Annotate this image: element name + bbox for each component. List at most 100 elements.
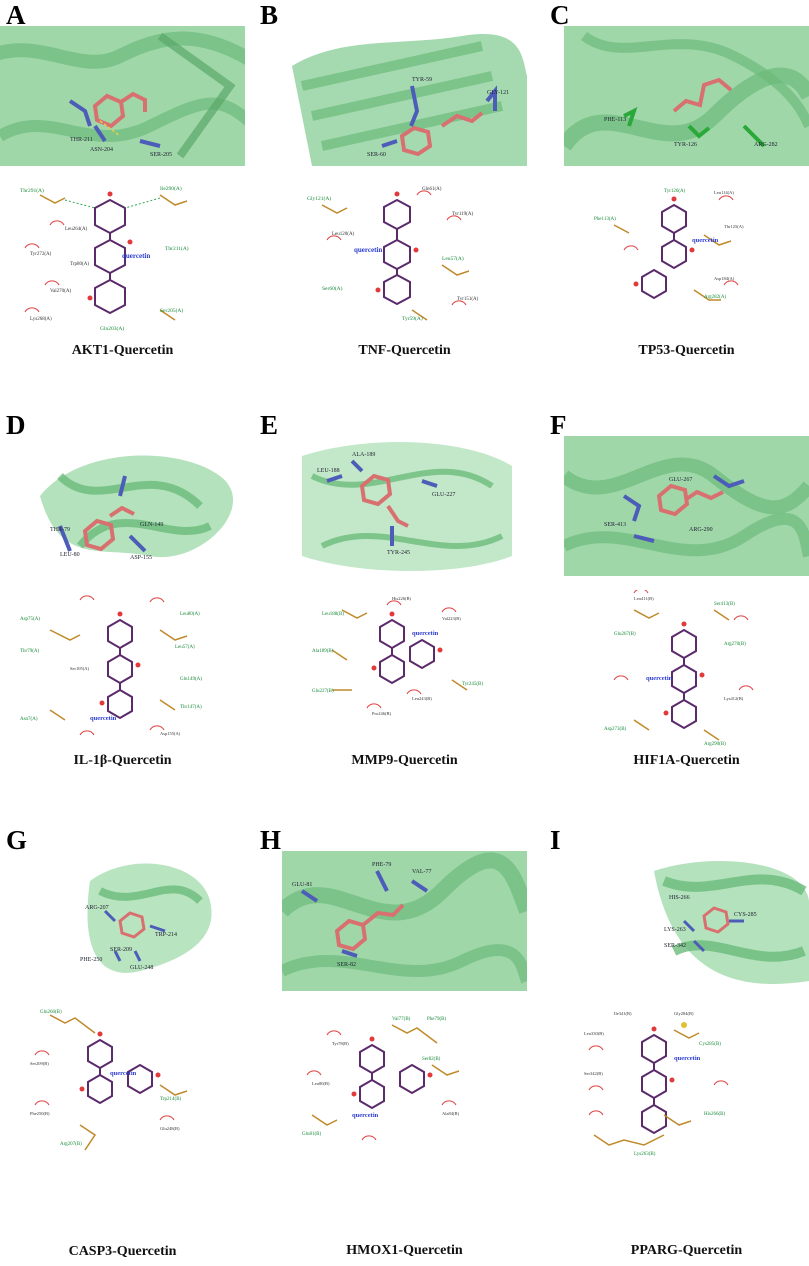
- panel-letter: D: [6, 410, 26, 440]
- residue-label: Pro246(B): [372, 711, 392, 716]
- atom-label: ASN-204: [90, 147, 113, 153]
- residue-label: Ala84(B): [442, 1111, 459, 1116]
- residue-label: Lys263(B): [634, 1152, 656, 1157]
- ligplot-diagram: quercetin Thr291(A) Ile290(A) Thr211(A) …: [10, 180, 235, 340]
- atom-label: ARG-207: [85, 905, 109, 911]
- protein-structure-image: THR-79 LEU-80 ASP-155 GLN-149: [0, 436, 245, 576]
- residue-label: Tyr126(A): [664, 189, 686, 194]
- atom-label: ARG-282: [754, 142, 778, 148]
- panel-c: C PHE-113 TYR-126 ARG-282 quercetin Tyr1…: [550, 0, 809, 415]
- panel-letter: H: [260, 825, 282, 855]
- residue-label: Val223(B): [442, 616, 461, 621]
- residue-label: Lys412(B): [724, 696, 744, 701]
- residue-label: Thr125(A): [724, 224, 744, 229]
- panel-letter: A: [6, 0, 26, 30]
- atom-label: ALA-189: [352, 452, 375, 458]
- panel-caption: TNF-Quercetin: [358, 343, 451, 358]
- residue-label: Gly121(A): [307, 195, 331, 202]
- panel-caption: CASP3-Quercetin: [68, 1244, 177, 1259]
- residue-label: Glu81(B): [302, 1132, 322, 1137]
- atom-label: LEU-80: [60, 552, 80, 558]
- residue-label: Glu248(B): [160, 1126, 180, 1131]
- atom-label: SER-413: [604, 522, 626, 528]
- atom-label: LEU-188: [317, 468, 340, 474]
- residue-label: Gly284(B): [674, 1011, 694, 1016]
- ligplot-diagram: quercetin Gln266(B) Trp214(B) Arg207(B) …: [10, 1005, 235, 1165]
- residue-label: Tyr119(A): [452, 212, 473, 217]
- residue-label: Ala189(B): [312, 649, 334, 654]
- protein-structure-image: HIS-266 LYS-263 SER-342 CYS-285: [564, 851, 809, 991]
- residue-label: Tyr245(B): [462, 682, 483, 687]
- atom-label: SER-205: [150, 152, 172, 158]
- panel-i: I HIS-266 LYS-263 SER-342 CYS-285 querce: [550, 825, 809, 1258]
- panel-caption: HMOX1-Quercetin: [346, 1243, 463, 1258]
- residue-label: Val77(B): [392, 1017, 411, 1022]
- atom-label: THR-79: [50, 527, 70, 533]
- residue-label: Ser413(B): [714, 602, 735, 607]
- residue-label: Thr147(A): [180, 705, 202, 710]
- residue-label: Gln61(A): [422, 187, 442, 192]
- residue-label: Lys268(A): [30, 317, 52, 322]
- atom-label: GLU-227: [432, 492, 455, 498]
- ligplot-diagram: quercetin Cys285(B) His266(B) Lys263(B) …: [574, 1005, 799, 1165]
- residue-label: Gln266(B): [40, 1010, 62, 1015]
- residue-label: Ser105(A): [70, 666, 89, 671]
- panel-g: G ARG-207 TRP-214 PHE-250 SER-209 GLU-24…: [0, 825, 260, 1259]
- residue-label: Leu188(B): [322, 612, 344, 617]
- atom-label: TYR-245: [387, 550, 410, 556]
- residue-label: Ile290(A): [160, 185, 182, 192]
- protein-structure-image: TYR-59 SER-60 GLY-121: [282, 26, 527, 166]
- residue-label: Arg282(A): [704, 295, 726, 300]
- protein-structure-image: ARG-207 TRP-214 PHE-250 SER-209 GLU-248: [0, 851, 245, 991]
- ligplot-diagram: quercetin Tyr126(A) Arg282(A) Phe113(A) …: [574, 180, 799, 340]
- residue-label: Leu330(B): [584, 1031, 604, 1036]
- atom-label: SER-342: [664, 943, 686, 949]
- panel-caption: IL-1β-Quercetin: [73, 753, 172, 768]
- atom-label: GLY-121: [487, 90, 509, 96]
- atom-label: LYS-263: [664, 927, 686, 933]
- atom-label: THR-211: [70, 137, 93, 143]
- ligplot-diagram: quercetin Val77(B) Phe79(B) Glu81(B) Ser…: [292, 1005, 517, 1165]
- residue-label: His226(B): [392, 596, 412, 601]
- residue-label: Tyr59(A): [402, 315, 423, 322]
- protein-structure-image: LEU-188 ALA-189 TYR-245 GLU-227: [282, 436, 527, 576]
- residue-label: Thr211(A): [165, 245, 189, 252]
- protein-structure-image: PHE-113 TYR-126 ARG-282: [564, 26, 809, 166]
- atom-label: TRP-214: [155, 932, 177, 938]
- ligand-label: quercetin: [646, 675, 673, 682]
- residue-label: Glu227(B): [312, 689, 334, 694]
- panel-letter: C: [550, 0, 570, 30]
- ligplot-diagram: quercetin Glu267(B) Arg270(B) Ser413(B) …: [574, 590, 799, 750]
- panel-letter: E: [260, 410, 279, 440]
- panel-f: F GLU-267 SER-413 ARG-290 quercetin Glu2…: [550, 410, 809, 825]
- panel-letter: I: [550, 825, 561, 855]
- residue-label: Trp214(B): [160, 1097, 182, 1102]
- atom-label: PHE-79: [372, 862, 391, 868]
- protein-structure-image: THR-211 ASN-204 SER-205: [0, 26, 245, 166]
- residue-label: Gln203(A): [100, 325, 124, 332]
- panel-d: D THR-79 LEU-80 ASP-155 GLN-149 querceti…: [0, 410, 260, 825]
- panel-b: B TYR-59 SER-60 GLY-121 quercetin: [260, 0, 542, 415]
- ligplot-diagram: quercetin Leu188(B) Ala189(B) Glu227(B) …: [292, 590, 517, 750]
- ligand-label: quercetin: [674, 1055, 701, 1062]
- ligand-label: quercetin: [110, 1070, 137, 1077]
- residue-label: Asp155(A): [160, 731, 181, 736]
- atom-label: HIS-266: [669, 895, 690, 901]
- residue-label: Ser82(B): [422, 1057, 441, 1062]
- atom-label: GLU-267: [669, 477, 692, 483]
- panel-h: H GLU-81 PHE-79 VAL-77 SER-82 quercetin: [260, 825, 542, 1258]
- residue-label: Cys285(B): [699, 1042, 721, 1047]
- residue-label: Ser205(A): [160, 307, 183, 314]
- residue-label: Asp273(B): [604, 727, 627, 732]
- residue-label: Gln149(A): [180, 677, 202, 682]
- ligand-label: quercetin: [352, 1112, 379, 1119]
- residue-label: Asp184(A): [714, 276, 735, 281]
- residue-label: Val270(A): [50, 289, 71, 294]
- atom-label: TYR-126: [674, 142, 697, 148]
- residue-label: Phe79(B): [427, 1017, 447, 1022]
- residue-label: Arg290(B): [704, 742, 726, 747]
- residue-label: Leu57(A): [442, 255, 464, 262]
- atom-label: ASP-155: [130, 555, 152, 561]
- residue-label: Tyr78(B): [332, 1041, 349, 1046]
- residue-label: Ser60(A): [322, 285, 343, 292]
